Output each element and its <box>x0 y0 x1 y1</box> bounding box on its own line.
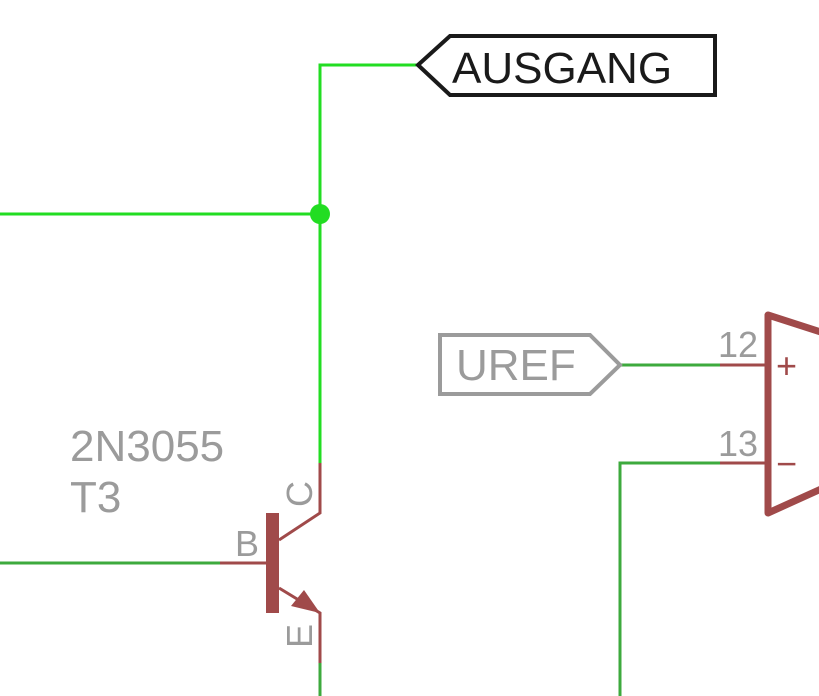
base-bar <box>266 513 279 613</box>
pin-label-b: B <box>235 523 259 564</box>
transistor-t3[interactable]: 2N3055 T3 B C E <box>70 422 322 663</box>
ref-port-shape <box>438 333 623 396</box>
output-port-label: AUSGANG <box>452 44 672 93</box>
pin-number-plus: 12 <box>718 324 758 365</box>
pin-label-c: C <box>279 481 320 507</box>
ref-port-label: UREF <box>456 341 576 390</box>
net-misc <box>0 363 720 696</box>
output-port[interactable]: AUSGANG <box>415 34 717 97</box>
opamp[interactable]: 12 13 + − <box>718 311 819 517</box>
junction-dot <box>310 204 330 224</box>
pin-label-e: E <box>279 624 320 648</box>
transistor-name: T3 <box>70 473 121 522</box>
collector-lead <box>278 463 322 542</box>
ref-port[interactable]: UREF <box>438 333 623 396</box>
emitter-arrow <box>291 590 320 613</box>
opamp-body <box>764 311 819 517</box>
net-output <box>0 63 420 463</box>
net-output-trunk <box>318 63 420 463</box>
minus-sign: − <box>776 443 797 484</box>
net-minus <box>618 461 720 696</box>
plus-sign: + <box>776 345 797 386</box>
output-port-shape <box>415 34 717 97</box>
pin-number-minus: 13 <box>718 423 758 464</box>
transistor-value: 2N3055 <box>70 422 224 471</box>
